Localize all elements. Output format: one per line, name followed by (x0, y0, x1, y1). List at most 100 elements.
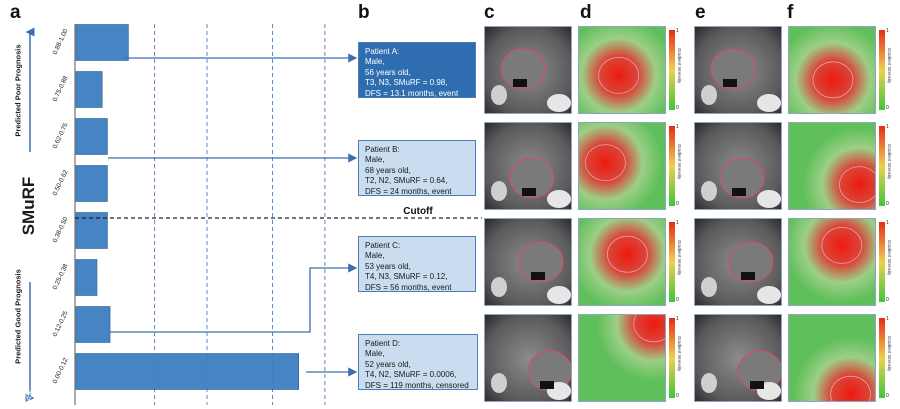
panel-label-c: c (484, 2, 495, 23)
colorbar-max: 1 (886, 316, 889, 322)
colorbar-label: Gradient Intensity (677, 336, 682, 372)
connector-patient-c (110, 263, 358, 333)
colorbar-label: Gradient Intensity (887, 240, 892, 276)
patient-d-line: 52 years old, (365, 359, 411, 369)
predicted-poor-label: Predicted Poor Prognosis (13, 44, 23, 137)
patient-a-line: T3, N3, SMuRF = 0.98, (365, 78, 448, 88)
patient-b-line: 68 years old, (365, 165, 411, 175)
ct-scan-image (484, 218, 572, 306)
tick-label: 0.00-0.12 (52, 357, 70, 385)
tick-label: 0.38-0.50 (52, 216, 70, 244)
colorbar-max: 1 (886, 220, 889, 226)
patient-a-line: Patient A: (365, 47, 400, 56)
bar (75, 71, 103, 108)
ct-scan-image (694, 26, 782, 114)
colorbar-min: 0 (676, 297, 679, 303)
colorbar-min: 0 (676, 201, 679, 207)
predicted-good-label: Predicted Good Prognosis (13, 269, 23, 364)
gradient-heatmap-image (788, 218, 876, 306)
colorbar (669, 318, 675, 398)
colorbar (879, 30, 885, 110)
tick-label: 0.75-0.88 (52, 75, 70, 103)
cutoff-label: Cutoff (403, 206, 433, 217)
bar (75, 165, 108, 202)
patient-c-line: 53 years old, (365, 261, 411, 271)
colorbar-max: 1 (886, 28, 889, 34)
panel-label-d: d (580, 2, 592, 23)
colorbar-max: 1 (886, 124, 889, 130)
colorbar-label: Gradient Intensity (677, 144, 682, 180)
tick-label: 0.50-0.62 (52, 169, 70, 197)
tick-label: 0.25-0.38 (52, 263, 70, 291)
patient-d-line: DFS = 119 months, censored (365, 380, 469, 390)
colorbar (879, 318, 885, 398)
gradient-heatmap-image (578, 122, 666, 210)
colorbar-min: 0 (886, 105, 889, 111)
ct-scan-image (484, 26, 572, 114)
patient-c-line: DFS = 56 months, event (365, 282, 452, 292)
colorbar-label: Gradient Intensity (887, 48, 892, 84)
colorbar-min: 0 (886, 297, 889, 303)
colorbar-max: 1 (676, 28, 679, 34)
bar (75, 118, 108, 155)
bar (75, 259, 98, 296)
gradient-heatmap-image (578, 218, 666, 306)
patient-b-line: DFS = 24 months, event (365, 186, 452, 196)
colorbar-max: 1 (676, 220, 679, 226)
tick-label: 0.88-1.00 (52, 28, 70, 56)
bar (75, 212, 108, 249)
colorbar-min: 0 (676, 105, 679, 111)
gradient-heatmap-image (578, 26, 666, 114)
patient-d-box: Patient D: Male, 52 years old, T4, N2, S… (358, 334, 478, 390)
smurf-axis-label: SMuRF (19, 176, 38, 236)
ct-scan-image (484, 314, 572, 402)
gradient-heatmap-image (788, 26, 876, 114)
patient-a-box: Patient A: Male, 56 years old, T3, N3, S… (358, 42, 476, 98)
panel-label-f: f (787, 2, 794, 23)
panel-label-a: a (10, 2, 21, 23)
ct-scan-image (484, 122, 572, 210)
panel-label-e: e (695, 2, 706, 23)
colorbar-label: Gradient Intensity (677, 48, 682, 84)
patient-d-line: T4, N2, SMuRF = 0.0006, (365, 370, 457, 380)
bar (75, 353, 299, 390)
colorbar-max: 1 (676, 124, 679, 130)
colorbar (879, 222, 885, 302)
colorbar (879, 126, 885, 206)
patient-c-line: T4, N3, SMuRF = 0.12, (365, 272, 448, 282)
colorbar-min: 0 (676, 393, 679, 399)
colorbar (669, 126, 675, 206)
patient-c-box: Patient C: Male, 53 years old, T4, N3, S… (358, 236, 476, 292)
bar (75, 24, 129, 61)
gradient-heatmap-image (788, 314, 876, 402)
patient-d-line: Patient D: (365, 339, 401, 348)
tick-label: 0.62-0.75 (52, 122, 70, 150)
patient-a-line: Male, (365, 57, 385, 67)
patient-b-line: Male, (365, 155, 385, 165)
panel-label-b: b (358, 2, 370, 23)
colorbar-label: Gradient Intensity (887, 336, 892, 372)
colorbar-min: 0 (886, 393, 889, 399)
patient-d-line: Male, (365, 349, 385, 359)
colorbar (669, 30, 675, 110)
patient-b-box: Patient B: Male, 68 years old, T2, N2, S… (358, 140, 476, 196)
patient-a-line: DFS = 13.1 months, event (365, 88, 459, 98)
gradient-heatmap-image (578, 314, 666, 402)
colorbar-label: Gradient Intensity (887, 144, 892, 180)
colorbar (669, 222, 675, 302)
patient-b-line: Patient B: (365, 145, 400, 154)
ct-scan-image (694, 122, 782, 210)
colorbar-min: 0 (886, 201, 889, 207)
colorbar-label: Gradient Intensity (677, 240, 682, 276)
colorbar-max: 1 (676, 316, 679, 322)
tick-label: 0.12-0.25 (52, 310, 70, 338)
patient-b-line: T2, N2, SMuRF = 0.64, (365, 176, 448, 186)
ct-scan-image (694, 218, 782, 306)
watermark: 大数跨境 (12, 390, 65, 405)
patient-c-line: Male, (365, 251, 385, 261)
patient-c-line: Patient C: (365, 241, 401, 250)
patient-a-line: 56 years old, (365, 67, 411, 77)
bar (75, 306, 111, 343)
ct-scan-image (694, 314, 782, 402)
gradient-heatmap-image (788, 122, 876, 210)
